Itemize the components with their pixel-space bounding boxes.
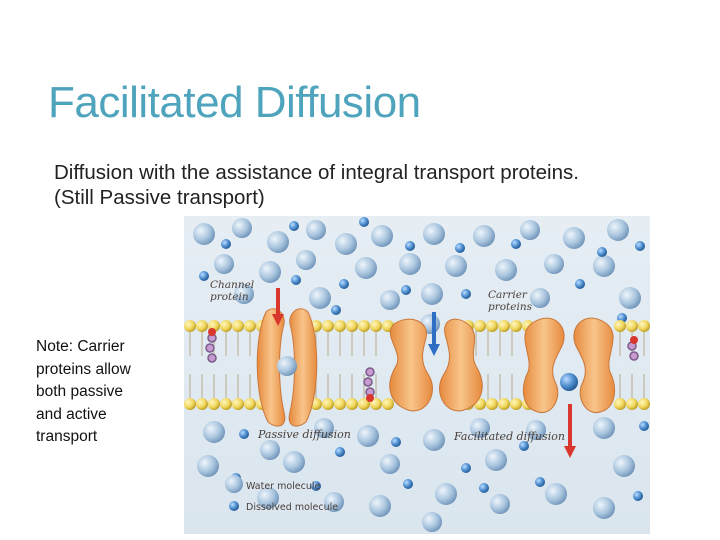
lipid-bilayer (184, 320, 650, 410)
dissolved-molecules-top (199, 217, 645, 323)
dissolved-molecule-legend-label: Dissolved molecule (246, 502, 338, 513)
note-line: and active (36, 405, 107, 423)
water-molecules-top (193, 218, 641, 334)
note-line: both passive (36, 383, 124, 400)
note-line: Note: Carrier (36, 338, 125, 355)
facilitated-diffusion-label: Facilitated diffusion (453, 430, 565, 443)
membrane-diagram-svg: Channel protein Carrier proteins Passive… (184, 216, 650, 534)
carrier-proteins-label: proteins (488, 301, 533, 313)
channel-protein-label: protein (210, 291, 249, 303)
figure-labels: Channel protein Carrier proteins Passive… (210, 279, 565, 443)
channel-protein-label: Channel (210, 279, 254, 291)
body-text: Diffusion with the assistance of integra… (54, 160, 704, 210)
carrier-protein-open-top (389, 318, 483, 412)
carrier-proteins-label: Carrier (488, 289, 528, 301)
water-molecules-bottom (197, 417, 635, 532)
note-line: transport (36, 428, 98, 445)
water-molecule-legend-icon (225, 475, 243, 493)
dissolved-molecules-bottom (231, 421, 649, 501)
passive-diffusion-label: Passive diffusion (257, 428, 351, 441)
channel-protein (256, 308, 318, 427)
note-line: proteins allow (36, 360, 131, 378)
body-line: Diffusion with the assistance of integra… (54, 161, 579, 184)
figure-legend: Water molecule Dissolved molecule (225, 475, 338, 513)
diffusion-arrows (272, 288, 576, 458)
body-line: (Still Passive transport) (54, 186, 265, 209)
dissolved-molecule-legend-icon (229, 501, 239, 511)
water-molecule-legend-label: Water molecule (246, 481, 321, 492)
note-text: Note: Carrier proteins allow both passiv… (36, 336, 164, 449)
slide-title: Facilitated Diffusion (48, 78, 421, 127)
membrane-diagram: Channel protein Carrier proteins Passive… (184, 216, 650, 534)
carrier-protein-open-bottom (522, 317, 616, 414)
